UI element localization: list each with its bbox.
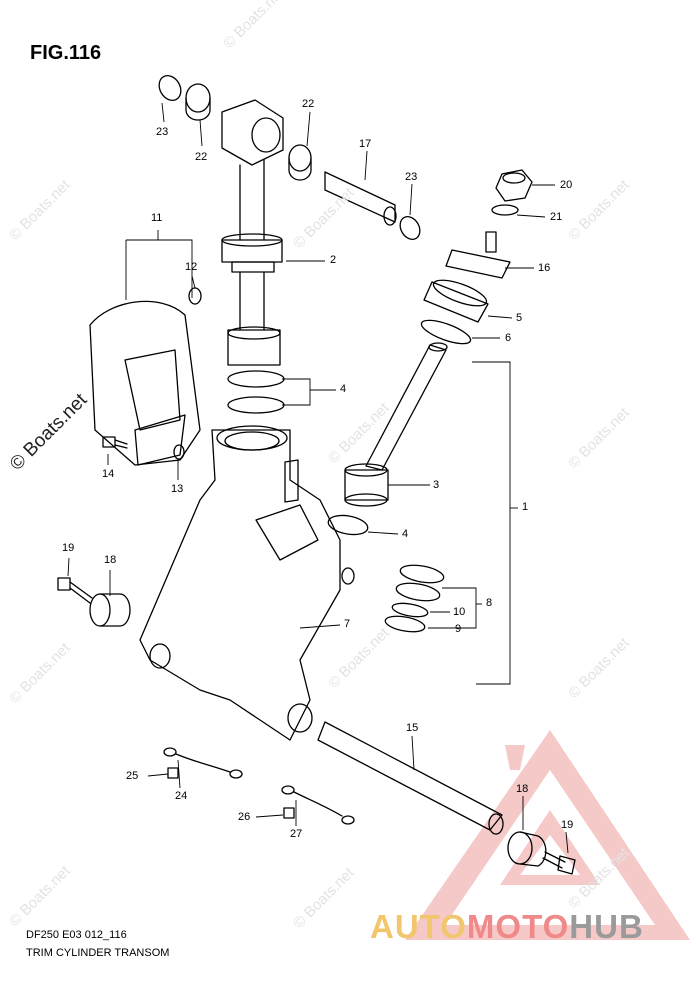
callout-22: 22	[302, 98, 315, 110]
callout-24: 24	[175, 790, 188, 802]
pin-17	[324, 171, 397, 226]
callout-8: 8	[486, 597, 493, 609]
callout-23: 23	[156, 126, 169, 138]
brand-part-auto: AUTO	[370, 908, 467, 945]
piston-3	[344, 342, 448, 507]
bushing-18-left	[89, 593, 131, 627]
callout-2: 2	[330, 254, 337, 266]
callout-19: 19	[561, 819, 574, 831]
brand-part-hub: HUB	[569, 908, 644, 945]
cover-11	[89, 300, 201, 466]
figure-title: FIG.116	[30, 42, 102, 64]
circlip-23-left	[158, 75, 182, 101]
nut-20	[495, 169, 533, 202]
callout-18: 18	[104, 554, 117, 566]
o-ring-4-upper	[227, 370, 285, 414]
washer-13	[173, 444, 185, 460]
callout-4: 4	[402, 528, 409, 540]
callout-15: 15	[406, 722, 419, 734]
leader-lines	[67, 102, 569, 854]
seal-10	[391, 602, 429, 618]
callout-6: 6	[505, 332, 512, 344]
grommet-12	[188, 287, 202, 305]
diagram-caption: TRIM CYLINDER TRANSOM	[26, 947, 170, 959]
bolt-19-left	[57, 577, 93, 604]
cylinder-body-7	[139, 425, 355, 741]
screw-25	[167, 767, 179, 779]
callout-21: 21	[550, 211, 563, 223]
callout-11: 11	[151, 212, 163, 224]
lead-wire-24	[163, 747, 243, 779]
seal-9	[384, 615, 426, 633]
warning-triangle-logo	[405, 730, 690, 940]
callout-9: 9	[455, 623, 462, 635]
callout-20: 20	[560, 179, 573, 191]
shaft-15	[317, 721, 504, 835]
lead-wire-27	[281, 785, 355, 825]
brand-wordmark: AUTOMOTOHUB	[370, 908, 644, 946]
callout-25: 25	[126, 770, 139, 782]
bushing-22-left	[185, 83, 211, 121]
seal-8	[395, 564, 445, 602]
cap-5	[423, 279, 489, 323]
callout-7: 7	[344, 618, 351, 630]
callout-23: 23	[405, 171, 418, 183]
callout-13: 13	[171, 483, 184, 495]
valve-16	[445, 231, 511, 279]
bolt-19-right	[542, 851, 576, 875]
callout-17: 17	[359, 138, 372, 150]
callout-22: 22	[195, 151, 208, 163]
callout-3: 3	[433, 479, 440, 491]
brand-part-moto: MOTO	[466, 908, 570, 945]
bolt-14	[102, 436, 128, 449]
callout-19: 19	[62, 542, 75, 554]
washer-21	[491, 204, 519, 216]
bushing-22-right	[288, 144, 312, 181]
callout-14: 14	[102, 468, 115, 480]
model-code: DF250 E03 012_116	[26, 929, 127, 941]
o-ring-6	[420, 319, 472, 345]
callout-10: 10	[453, 606, 466, 618]
callout-27: 27	[290, 828, 303, 840]
callout-12: 12	[185, 261, 198, 273]
o-ring-4-lower	[327, 514, 369, 536]
screw-26	[283, 807, 295, 819]
bushing-18-right	[507, 831, 547, 867]
callout-1: 1	[522, 501, 529, 513]
callout-26: 26	[238, 811, 251, 823]
callout-16: 16	[538, 262, 551, 274]
circlip-23-right	[399, 216, 421, 240]
callout-4: 4	[340, 383, 347, 395]
callout-18: 18	[516, 783, 529, 795]
callout-5: 5	[516, 312, 523, 324]
piston-rod-2	[221, 99, 284, 366]
